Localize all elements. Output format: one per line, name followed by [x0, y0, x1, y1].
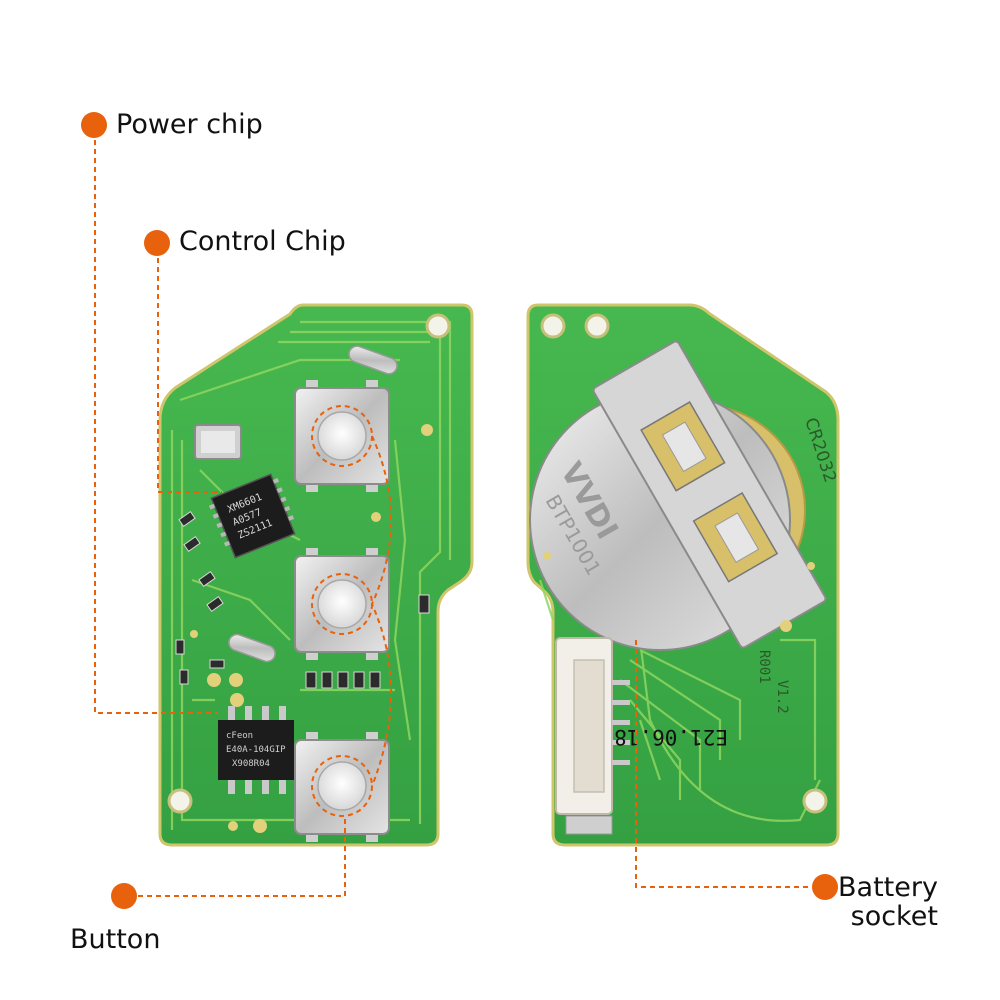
left-test-pads — [190, 424, 433, 833]
left-pill-bottom — [228, 633, 276, 663]
battery-clip: VVDI BTP1001 — [529, 340, 827, 651]
button-label: Button — [70, 924, 161, 955]
right-test-pads — [543, 552, 815, 632]
battery-socket-callout-dot — [812, 874, 838, 900]
control-chip-callout-dot — [144, 230, 170, 256]
button-connector-arc — [370, 435, 392, 787]
button-middle — [294, 548, 390, 660]
power-chip-callout-dot — [81, 112, 107, 138]
leader-control-chip — [157, 258, 222, 493]
left-smd-components — [175, 511, 430, 689]
power-chip-label: Power chip — [116, 109, 263, 140]
button-callout-dot — [111, 883, 137, 909]
control-chip: XM6601 A0577 ZS2111 — [208, 473, 296, 559]
control-chip-label: Control Chip — [179, 226, 346, 257]
right-mount-hole-top — [584, 313, 610, 339]
leader-power-chip — [94, 140, 218, 714]
leader-button — [138, 815, 346, 897]
board-code-text: E21.06.18 — [614, 725, 728, 749]
side-rev-text: V1.2 — [774, 680, 790, 714]
battery-socket-label-line2: socket — [850, 901, 938, 933]
right-mount-hole-bottom — [802, 788, 828, 814]
side-code-text: R001 — [756, 650, 772, 684]
callout-leaders — [94, 140, 812, 897]
left-pill-top — [348, 345, 398, 375]
leader-battery-socket — [635, 640, 812, 888]
power-chip-text-1: cFeon — [226, 731, 253, 741]
right-pcb-board: CR2032 VVDI BTP1001 — [526, 303, 840, 847]
left-mount-hole-top — [425, 313, 451, 339]
power-chip-text-2: E40A-104GIP — [226, 745, 286, 755]
button-top — [294, 380, 390, 492]
right-mount-hole-top-left — [540, 313, 566, 339]
button-bottom — [294, 732, 390, 842]
power-chip-text-3: X908R04 — [232, 759, 270, 769]
battery-socket-label-line1: Battery — [838, 872, 938, 903]
right-traces — [538, 579, 821, 822]
left-mount-hole-bottom — [167, 788, 193, 814]
left-pcb-board: XM6601 A0577 ZS2111 — [158, 303, 474, 847]
power-chip: cFeon E40A-104GIP X908R04 — [218, 706, 294, 794]
battery-socket-label: Battery socket — [838, 873, 938, 931]
side-connector — [555, 637, 630, 835]
